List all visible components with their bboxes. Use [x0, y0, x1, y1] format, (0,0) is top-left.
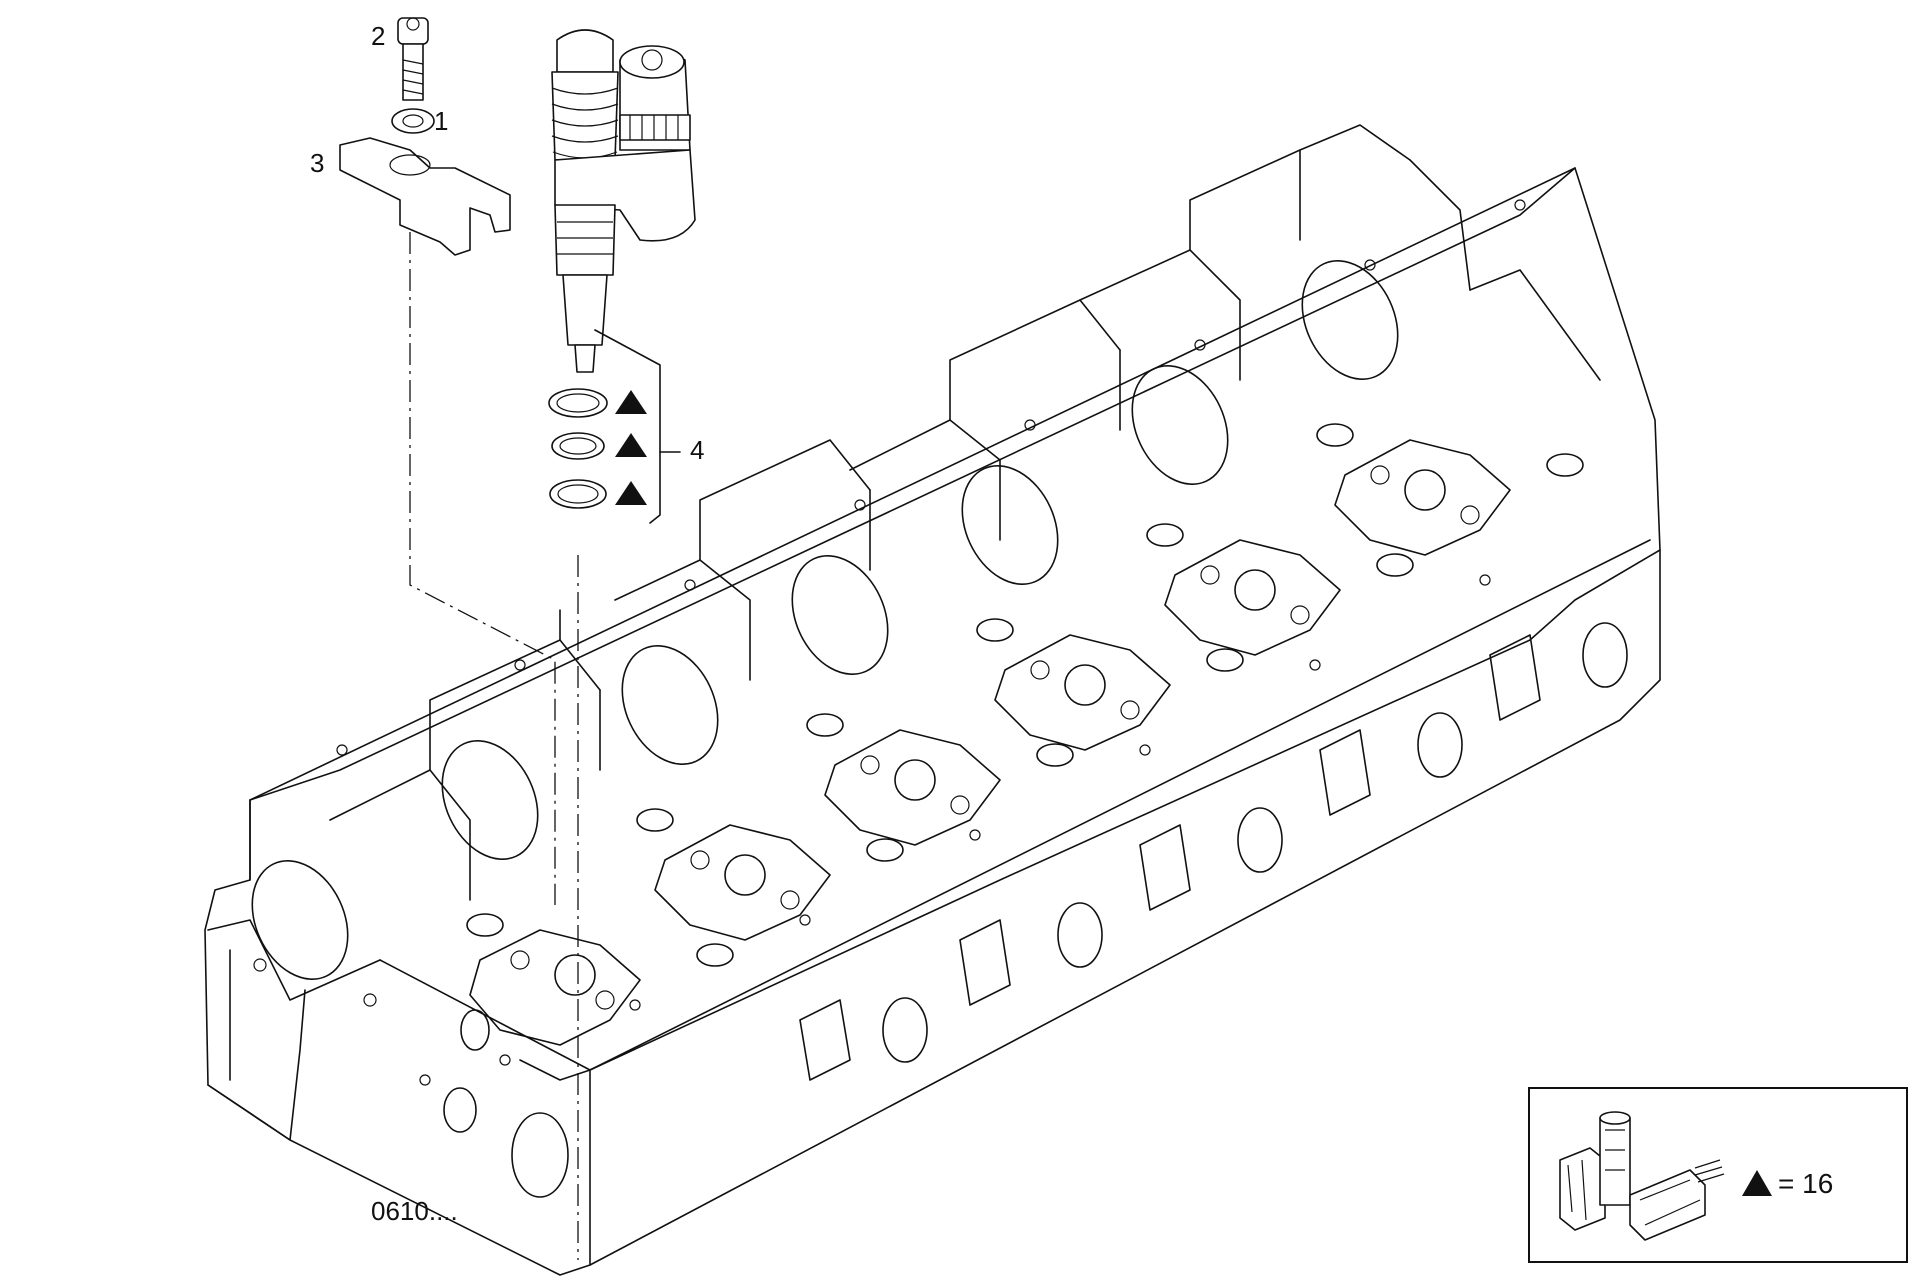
drawing-code-label: 0610.... [371, 1196, 458, 1226]
triangle-markers [615, 390, 647, 505]
rail-holes [336, 199, 1526, 1011]
valve-plate [654, 824, 831, 941]
valve-seats [466, 423, 1584, 967]
valve-plate [1334, 439, 1511, 556]
injector-part [551, 29, 696, 373]
legend-box [1528, 1087, 1908, 1263]
assembly-line-clamp [409, 232, 556, 905]
callout-item-1: 1 [434, 106, 449, 136]
legend-quantity-text: = 16 [1778, 1168, 1834, 1199]
manual-icon [1559, 1111, 1725, 1241]
o-rings [548, 388, 608, 509]
callout-item-2: 2 [371, 21, 386, 51]
valve-plate [824, 729, 1001, 846]
washer-part [391, 108, 435, 134]
end-face-holes [253, 958, 569, 1198]
triangle-icon [1742, 1170, 1772, 1196]
callout-item-4: 4 [690, 435, 705, 465]
callout-item-3: 3 [310, 148, 325, 178]
valve-plate [469, 929, 641, 1046]
valve-plate [994, 634, 1171, 751]
cylinder-head [204, 124, 1661, 1276]
screw-part [397, 17, 429, 101]
item-4-bracket [594, 329, 661, 524]
side-ports [799, 622, 1628, 1081]
clamp-bracket-part [339, 137, 511, 256]
valve-plate [1164, 539, 1341, 656]
